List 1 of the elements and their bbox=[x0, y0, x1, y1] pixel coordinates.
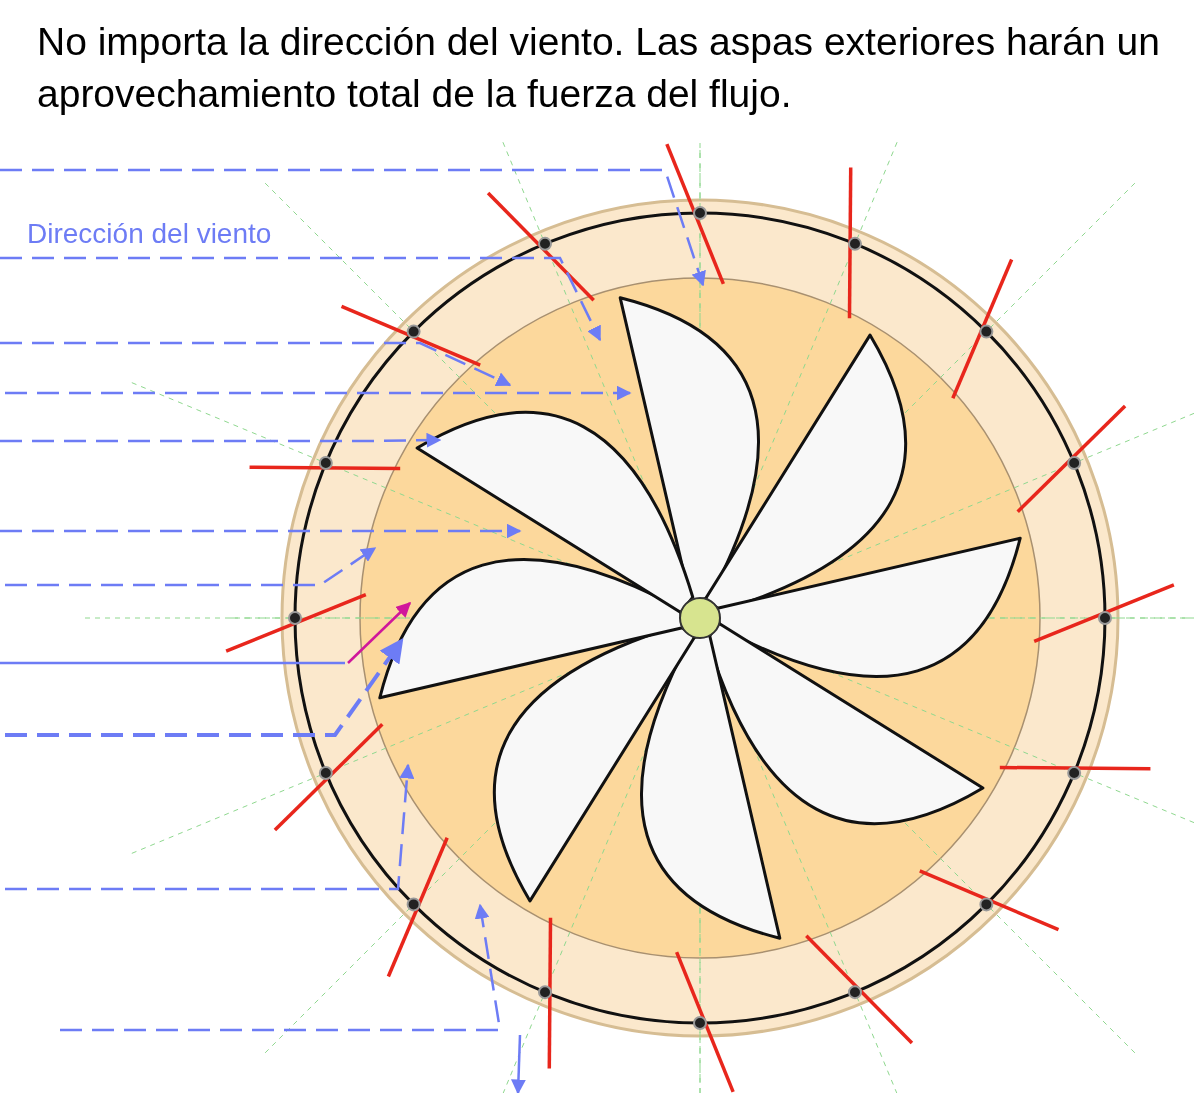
title: No importa la dirección del viento. Las aspas exteriores harán un aprovechamiento total de la fuerza del flujo. bbox=[37, 19, 1161, 117]
